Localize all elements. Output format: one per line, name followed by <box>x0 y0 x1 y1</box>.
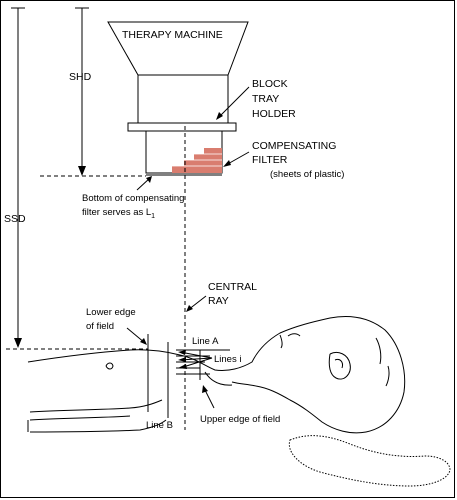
patient-outline <box>27 316 451 487</box>
field-lines <box>147 334 230 418</box>
therapy-machine-label: THERAPY MACHINE <box>122 29 223 41</box>
upper-edge-label: Upper edge of field <box>200 414 280 425</box>
leader-lines <box>126 86 250 345</box>
holder-label: HOLDER <box>252 108 296 120</box>
shd-arrow <box>75 7 89 176</box>
line-b-label: Line B <box>146 420 173 431</box>
lines-i-label: Lines i <box>214 354 241 365</box>
compensating-label: COMPENSATING <box>252 140 336 152</box>
bottom-filter-label-line1: Bottom of compensating <box>82 193 184 204</box>
lower-edge-label-line2: of field <box>86 321 114 332</box>
tray-label: TRAY <box>252 93 279 105</box>
compensating-filter-sheets <box>172 148 222 173</box>
central-label: CENTRAL <box>208 281 257 293</box>
shd-label: SHD <box>69 71 92 83</box>
therapy-machine <box>107 21 249 176</box>
sheets-of-plastic-label: (sheets of plastic) <box>270 169 344 180</box>
block-label: BLOCK <box>252 78 288 90</box>
filter-label: FILTER <box>252 154 288 166</box>
ssd-label: SSD <box>4 213 26 225</box>
ray-label: RAY <box>208 295 229 307</box>
bottom-filter-label-line2: filter serves as L1 <box>82 207 155 220</box>
line-a-label: Line A <box>192 336 219 347</box>
ssd-arrow <box>11 7 25 348</box>
lower-edge-label-line1: Lower edge <box>86 307 136 318</box>
